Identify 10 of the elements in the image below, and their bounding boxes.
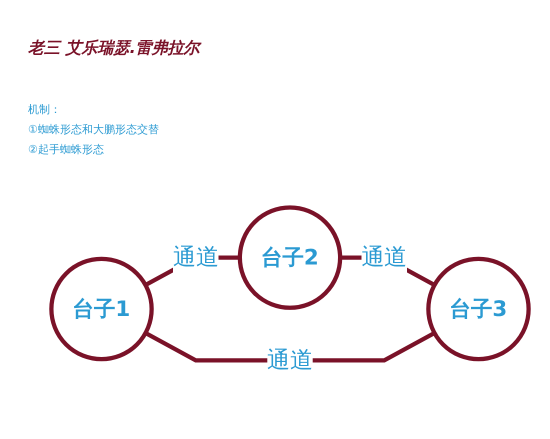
node-circle: 台子3 (426, 256, 531, 362)
note-text: ②起手蜘蛛形态 (28, 142, 104, 158)
diagram-title: 老三 艾乐瑞瑟.雷弗拉尔 (28, 38, 200, 59)
note-text: 机制： (28, 102, 61, 118)
edge-label: 通道 (361, 243, 408, 270)
note-text: ①蜘蛛形态和大鹏形态交替 (28, 122, 159, 138)
edge-label: 通道 (267, 346, 313, 374)
edge-label: 通道 (172, 243, 219, 270)
node-circle: 台子2 (238, 205, 342, 310)
node-circle: 台子1 (49, 256, 154, 362)
